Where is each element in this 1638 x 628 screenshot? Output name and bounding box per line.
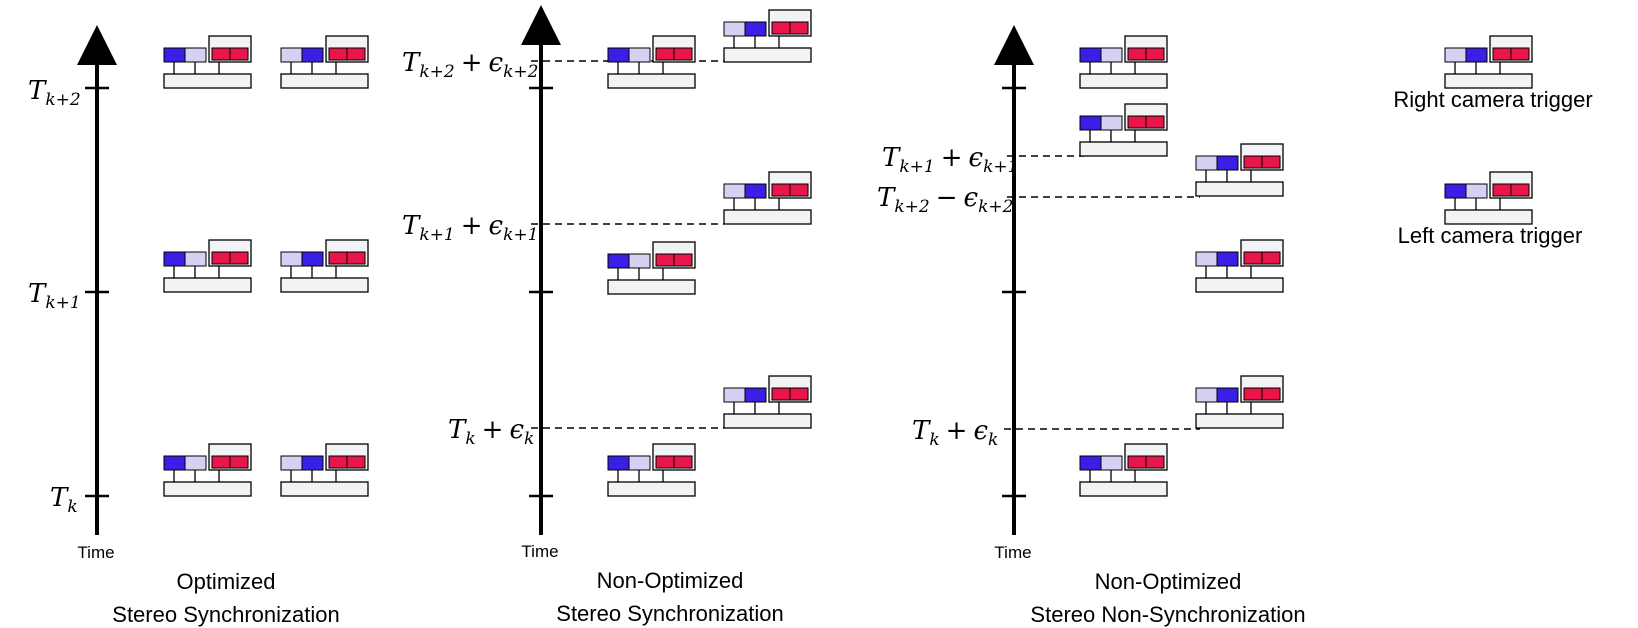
- right-camera-trigger-icon: [1195, 143, 1284, 197]
- caption-line1: Non-Optimized: [1095, 569, 1242, 594]
- event-label-tk-eps: Tk+ϵk: [912, 416, 998, 450]
- time-label: Time: [521, 542, 558, 561]
- time-label: Time: [77, 543, 114, 562]
- right-camera-trigger-icon: [1195, 375, 1284, 429]
- right-camera-trigger-icon: [1195, 239, 1284, 293]
- left-camera-trigger-icon: [1079, 103, 1168, 157]
- legend: Right camera trigger Left camera trigger: [1393, 87, 1592, 248]
- event-label-tk2-eps: Tk+2+ϵk+2: [402, 48, 538, 82]
- caption-line1: Non-Optimized: [597, 568, 744, 593]
- tick-label-tk1: Tk+1: [28, 279, 81, 313]
- caption-line1: Optimized: [176, 569, 275, 594]
- legend-right-label: Right camera trigger: [1393, 87, 1592, 112]
- left-camera-trigger-icon: [163, 239, 252, 293]
- left-camera-trigger-icon: [163, 443, 252, 497]
- right-camera-trigger-icon: [723, 9, 812, 63]
- event-label-tk2-eps-minus: Tk+2−ϵk+2: [877, 183, 1013, 217]
- time-label: Time: [994, 543, 1031, 562]
- panel-optimized: Tk+2 Tk+1 Tk Time Optimized Stereo Synch…: [28, 25, 340, 627]
- event-label-tk-eps: Tk+ϵk: [448, 415, 534, 449]
- caption-line2: Stereo Synchronization: [112, 602, 339, 627]
- event-label-tk1-eps: Tk+1+ϵk+1: [882, 143, 1018, 177]
- right-camera-trigger-icon: [1444, 35, 1533, 89]
- right-camera-trigger-icon: [280, 239, 369, 293]
- caption-line2: Stereo Non-Synchronization: [1030, 602, 1305, 627]
- right-camera-trigger-icon: [280, 443, 369, 497]
- left-camera-trigger-icon: [607, 35, 696, 89]
- panel-non-optimized-sync: Tk+2+ϵk+2 Tk+1+ϵk+1 Tk+ϵk Time Non-Optim…: [402, 5, 784, 626]
- tick-label-tk2: Tk+2: [28, 76, 81, 110]
- tick-label-tk: Tk: [50, 483, 78, 517]
- left-camera-trigger-icon: [1444, 171, 1533, 225]
- right-camera-trigger-icon: [723, 375, 812, 429]
- left-camera-trigger-icon: [163, 35, 252, 89]
- right-camera-trigger-icon: [723, 171, 812, 225]
- event-label-tk1-eps: Tk+1+ϵk+1: [402, 211, 538, 245]
- left-camera-trigger-icon: [1079, 35, 1168, 89]
- camera-units: [163, 9, 1533, 497]
- left-camera-trigger-icon: [607, 443, 696, 497]
- right-camera-trigger-icon: [280, 35, 369, 89]
- legend-left-label: Left camera trigger: [1398, 223, 1583, 248]
- panel-non-optimized-non-sync: Tk+1+ϵk+1 Tk+2−ϵk+2 Tk+ϵk Time Non-Optim…: [877, 25, 1306, 627]
- caption-line2: Stereo Synchronization: [556, 601, 783, 626]
- left-camera-trigger-icon: [1079, 443, 1168, 497]
- left-camera-trigger-icon: [607, 241, 696, 295]
